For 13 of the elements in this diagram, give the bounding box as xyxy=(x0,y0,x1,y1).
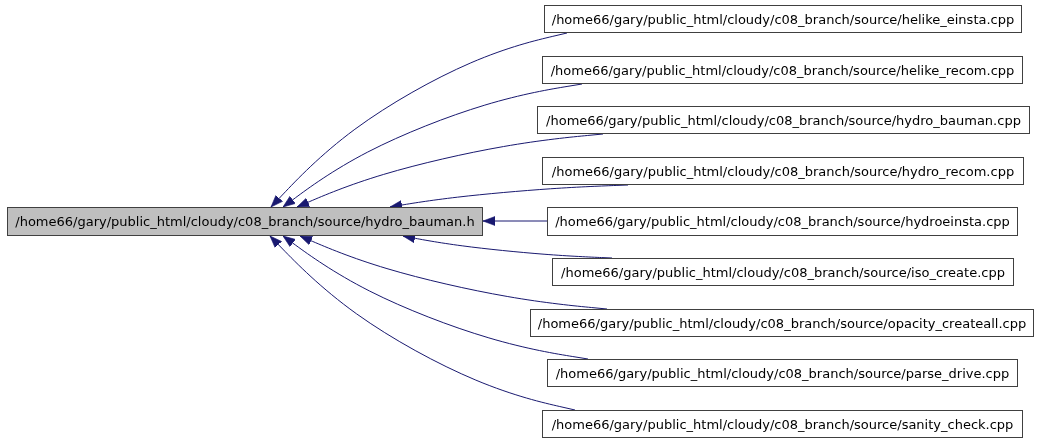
file-box: /home66/gary/public_html/cloudy/c08_branch/source/iso_create.cpp xyxy=(552,258,1014,286)
file-box: /home66/gary/public_html/cloudy/c08_branch/source/hydro_recom.cpp xyxy=(542,157,1024,185)
file-box: /home66/gary/public_html/cloudy/c08_branch/source/opacity_createall.cpp xyxy=(530,309,1034,337)
arrow xyxy=(269,235,576,411)
arrow xyxy=(270,32,568,208)
file-box: /home66/gary/public_html/cloudy/c08_branch/source/parse_drive.cpp xyxy=(547,359,1018,387)
file-box: /home66/gary/public_html/cloudy/c08_branch/source/hydro_bauman.cpp xyxy=(537,106,1030,134)
file-box: /home66/gary/public_html/cloudy/c08_branch/source/helike_einsta.cpp xyxy=(544,5,1022,33)
file-box: /home66/gary/public_html/cloudy/c08_branch/source/sanity_check.cpp xyxy=(542,410,1023,438)
file-box: /home66/gary/public_html/cloudy/c08_branch/source/hydro_bauman.h xyxy=(7,207,483,236)
arrow xyxy=(482,216,548,226)
file-box: /home66/gary/public_html/cloudy/c08_branch/source/hydroeinsta.cpp xyxy=(547,207,1018,236)
file-box: /home66/gary/public_html/cloudy/c08_branch/source/helike_recom.cpp xyxy=(542,56,1023,84)
